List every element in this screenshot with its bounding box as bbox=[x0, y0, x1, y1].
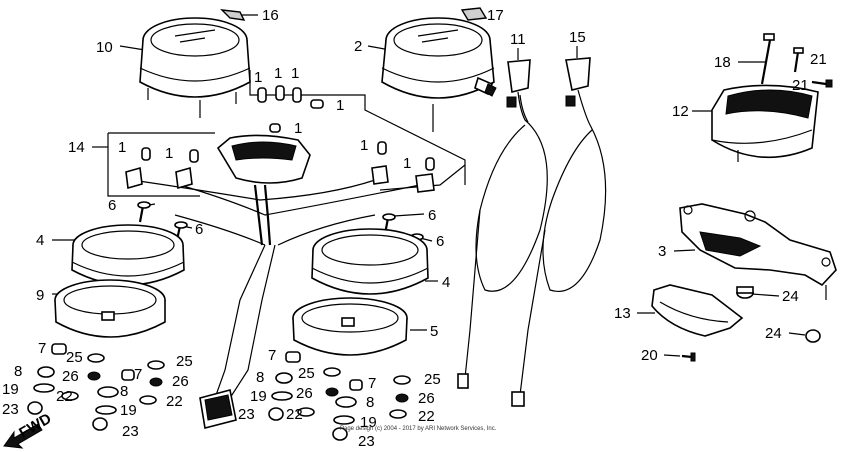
callout-24-a: 24 bbox=[782, 288, 799, 305]
callout-1-f: 1 bbox=[118, 139, 126, 156]
callout-6-d: 6 bbox=[436, 233, 444, 250]
cushions-24-20 bbox=[681, 286, 821, 362]
callout-22-a: 22 bbox=[56, 388, 73, 405]
callout-8-c: 8 bbox=[256, 369, 264, 386]
left-meter-case bbox=[71, 224, 185, 286]
callout-9: 9 bbox=[36, 287, 44, 304]
wiring-harness bbox=[125, 134, 435, 429]
callout-25-a: 25 bbox=[66, 349, 83, 366]
callout-23-d: 23 bbox=[358, 433, 375, 450]
callout-22-c: 22 bbox=[286, 406, 303, 423]
fwd-label: FWD bbox=[16, 410, 54, 442]
callout-26-d: 26 bbox=[418, 390, 435, 407]
callout-17: 17 bbox=[487, 7, 504, 24]
callout-15: 15 bbox=[569, 29, 586, 46]
callout-6-b: 6 bbox=[195, 221, 203, 238]
callout-21-a: 21 bbox=[810, 51, 827, 68]
callout-labels: 16 17 10 2 11 15 18 21 21 12 14 1 1 1 1 … bbox=[2, 7, 827, 450]
callout-1-a: 1 bbox=[254, 69, 262, 86]
callout-11: 11 bbox=[510, 31, 526, 48]
callout-22-b: 22 bbox=[166, 393, 183, 410]
callout-25-b: 25 bbox=[176, 353, 193, 370]
callout-25-c: 25 bbox=[298, 365, 315, 382]
callout-1-g: 1 bbox=[165, 145, 173, 162]
callout-7-c: 7 bbox=[268, 347, 276, 364]
harness-bracket bbox=[107, 70, 466, 197]
callout-14: 14 bbox=[68, 139, 85, 156]
callout-1-h: 1 bbox=[360, 137, 368, 154]
meter-bracket bbox=[679, 203, 837, 300]
tachometer-housing bbox=[381, 7, 497, 132]
callout-8-d: 8 bbox=[366, 394, 374, 411]
callout-10: 10 bbox=[96, 39, 113, 56]
callout-1-i: 1 bbox=[403, 155, 411, 172]
callout-1-c: 1 bbox=[291, 65, 299, 82]
callout-19-d: 19 bbox=[360, 414, 377, 431]
callout-25-d: 25 bbox=[424, 371, 441, 388]
callout-26-b: 26 bbox=[172, 373, 189, 390]
screws-top-right bbox=[760, 33, 833, 88]
callout-7-a: 7 bbox=[38, 340, 46, 357]
right-meter-case bbox=[311, 228, 429, 295]
callout-1-e: 1 bbox=[294, 120, 302, 137]
callout-23-c: 23 bbox=[238, 406, 255, 423]
callout-4-a: 4 bbox=[36, 232, 44, 249]
callout-6-c: 6 bbox=[428, 207, 436, 224]
callout-13: 13 bbox=[614, 305, 631, 322]
callout-19-a: 19 bbox=[2, 381, 19, 398]
bulbs bbox=[141, 85, 435, 171]
callout-26-c: 26 bbox=[296, 385, 313, 402]
speedometer-housing bbox=[139, 9, 251, 118]
callout-6-a: 6 bbox=[108, 197, 116, 214]
hardware-right bbox=[268, 351, 411, 441]
callout-8-a: 8 bbox=[14, 363, 22, 380]
callout-7-b: 7 bbox=[134, 366, 142, 383]
callout-19-c: 19 bbox=[250, 388, 267, 405]
callout-4-b: 4 bbox=[442, 274, 450, 291]
callout-23-a: 23 bbox=[2, 401, 19, 418]
callout-19-b: 19 bbox=[120, 402, 137, 419]
left-meter-lens bbox=[54, 279, 166, 338]
callout-3: 3 bbox=[658, 243, 666, 260]
indicator-housing bbox=[711, 84, 819, 162]
callout-2: 2 bbox=[354, 38, 362, 55]
callout-7-d: 7 bbox=[368, 375, 376, 392]
callout-8-b: 8 bbox=[120, 383, 128, 400]
meter-cables bbox=[457, 57, 607, 407]
right-meter-lens bbox=[292, 297, 408, 356]
callout-26-a: 26 bbox=[62, 368, 79, 385]
callout-5: 5 bbox=[430, 323, 438, 340]
bracket-cover bbox=[651, 284, 744, 337]
callout-20: 20 bbox=[641, 347, 658, 364]
callout-24-b: 24 bbox=[765, 325, 782, 342]
callout-1-b: 1 bbox=[274, 65, 282, 82]
callout-23-b: 23 bbox=[122, 423, 139, 440]
callout-1-d: 1 bbox=[336, 97, 344, 114]
callout-18: 18 bbox=[714, 54, 731, 71]
callout-12: 12 bbox=[672, 103, 689, 120]
watermark: Page design (c) 2004 - 2017 by ARI Netwo… bbox=[340, 426, 497, 432]
hardware-left bbox=[27, 343, 165, 431]
callout-22-d: 22 bbox=[418, 408, 435, 425]
callout-16: 16 bbox=[262, 7, 279, 24]
callout-21-b: 21 bbox=[792, 77, 809, 94]
